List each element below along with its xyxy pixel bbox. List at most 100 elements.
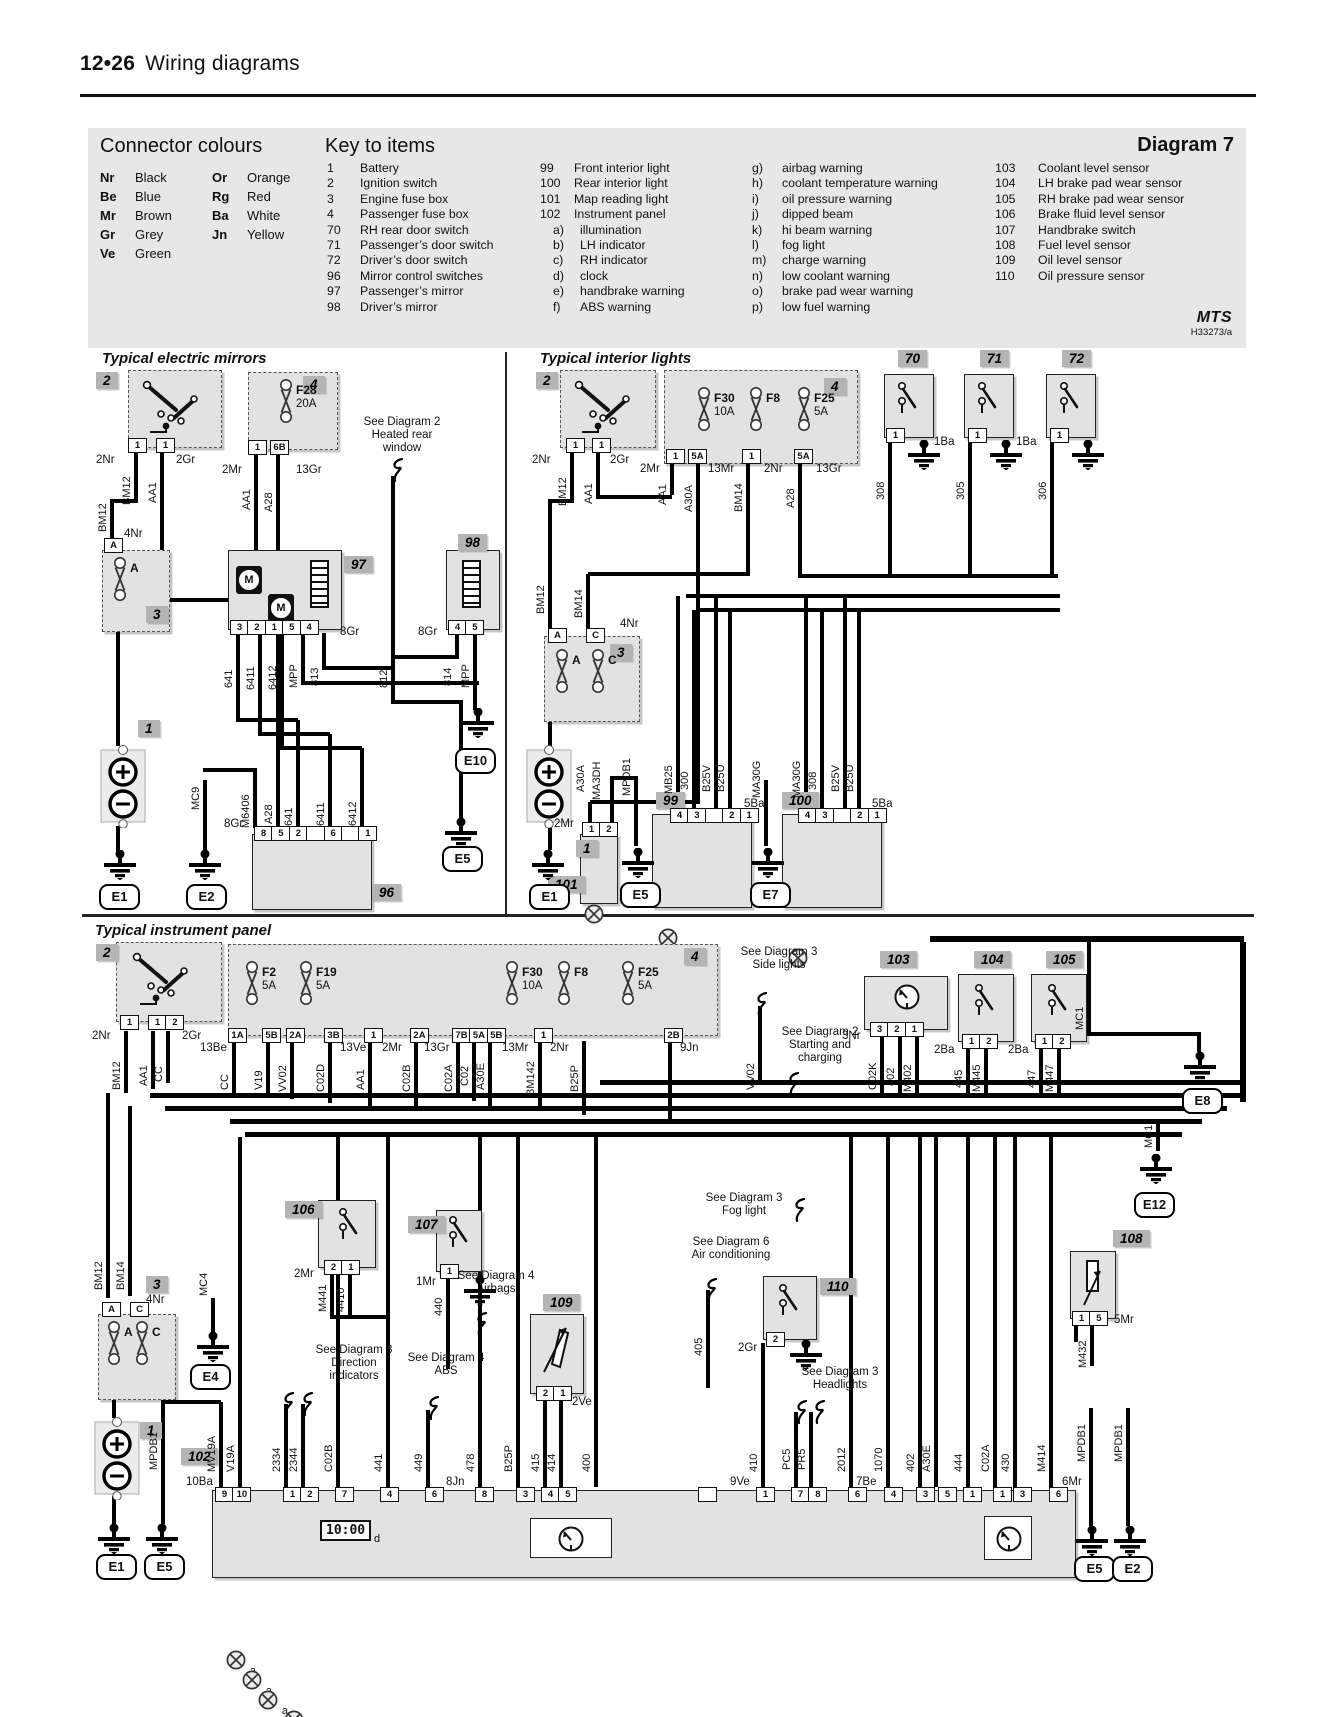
wire [336,1137,340,1487]
ground-icon [528,849,568,885]
wire [586,574,590,628]
connector-pin: 1 [968,428,987,443]
wire [280,746,362,750]
ground-icon [458,707,498,743]
ground-icon [185,849,225,885]
wire [676,596,680,808]
component-number-tag: 4 [303,376,325,393]
pin-box: 5 [271,826,291,841]
wire [761,1343,765,1487]
wire-label: MPDB1 [148,1432,160,1470]
wire-label: 300 [679,771,691,790]
ground-label: E12 [1134,1192,1175,1218]
wire [634,778,638,846]
wire-label: C02K [867,1062,879,1090]
connector-pin: 3 [516,1487,535,1502]
pin-box: 5 [1089,1311,1109,1326]
ignition-switch-icon [136,376,206,441]
ground-icon [1180,1051,1220,1087]
wire [161,1400,221,1404]
pin-box: 2 [599,822,619,837]
wire-label: C02 [459,1065,471,1086]
ground-label: E5 [1074,1556,1115,1582]
wire [968,438,972,578]
wire-colour-label: 1Mr [416,1276,436,1288]
wire [670,462,674,495]
squiggle-icon [810,1398,830,1431]
wire [1156,1121,1160,1151]
wire [112,1398,116,1418]
wire-label: B25V [701,765,713,792]
wire [134,451,138,501]
connector-pin: 1 [756,1487,775,1502]
pin-box: 4 [448,620,467,635]
wire [538,1041,542,1111]
pin-box [341,826,361,841]
wire [473,633,477,710]
wire [322,633,326,669]
battery-icon [526,744,572,833]
pin-box: 1 [739,808,759,823]
wire-label: B25P [503,1445,515,1472]
connector-pin: 1 [993,1487,1012,1502]
pin-box [698,1487,717,1502]
wire-label: 308 [875,481,887,500]
component-box [763,1276,817,1340]
page-number: 12•26 [80,52,136,75]
component-box [1031,974,1087,1042]
wire [301,681,479,685]
wire [391,700,463,704]
wire [328,734,332,826]
wire-label: 478 [465,1453,477,1472]
ground-icon [618,847,658,883]
connector-pin: 5B [262,1028,281,1043]
wire [548,501,552,628]
header-rule [80,94,1256,97]
header-title: Wiring diagrams [145,52,300,75]
wire-label: MA30G [791,760,803,798]
wire [516,1137,520,1487]
wire [570,451,574,501]
wire-label: BM14 [573,589,585,618]
wire-label: 400 [581,1453,593,1472]
wire-label: 402 [905,1453,917,1472]
ground-icon [986,439,1026,475]
wire [993,1137,997,1487]
ground-label: E1 [99,884,140,910]
pin-box: 2 [300,1487,320,1502]
section-divider-vertical [505,352,507,914]
component-number-tag: 96 [372,884,402,901]
key-item: a)illumination [553,222,642,237]
wire [160,451,164,601]
section-title: Typical instrument panel [95,922,272,939]
key-item: m)charge warning [752,253,867,268]
wire-label: MA30G [751,760,763,798]
pin-box: 1 [264,620,284,635]
fuse-icon: C [134,1320,161,1371]
component-number-tag: 71 [980,350,1010,367]
page-header: 12•26 Wiring diagrams [80,52,300,76]
connector-pin: 1 [592,438,611,453]
ground-label: E2 [186,884,227,910]
wire-label: V19A [225,1445,237,1472]
wire [714,596,718,808]
wire [1087,942,1091,1034]
wire-label: 414 [546,1453,558,1472]
wire [590,800,700,804]
wire [106,1093,110,1298]
wire [488,1041,492,1107]
component-number-tag: 3 [146,606,168,623]
